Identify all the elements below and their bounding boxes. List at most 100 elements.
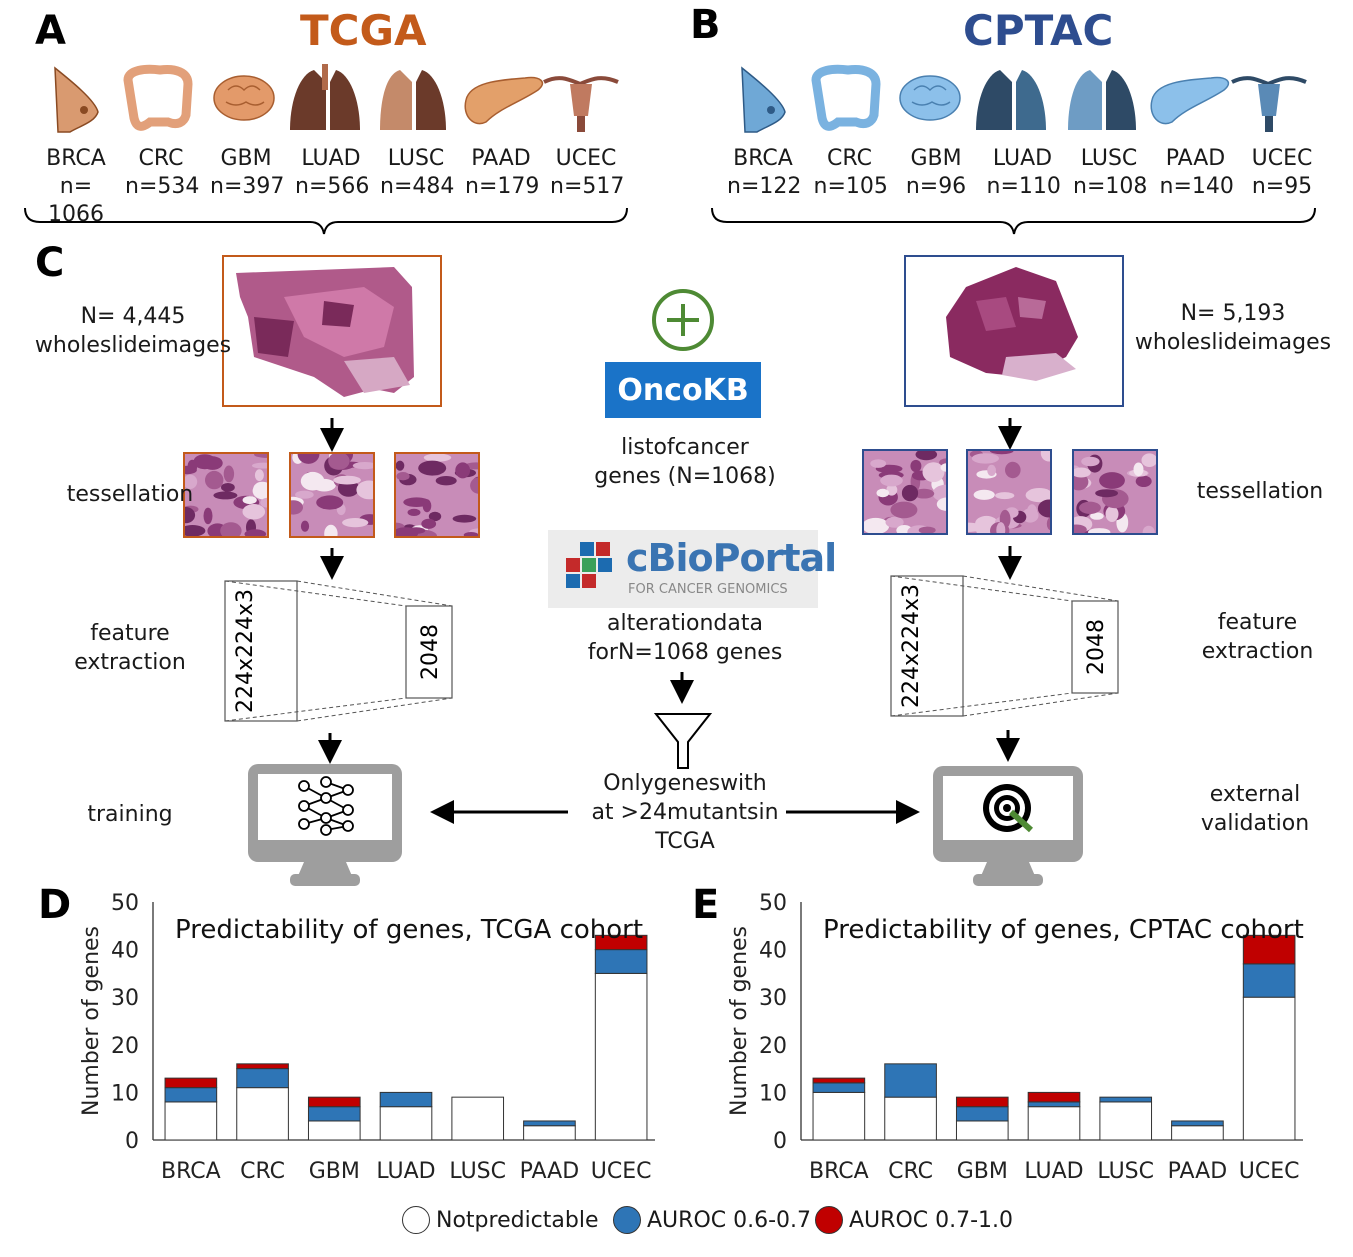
legend-item: AUROC 0.7-1.0	[815, 1206, 1013, 1234]
bar-segment	[1242, 963, 1296, 998]
bar-segment	[594, 934, 648, 951]
organ-count: n=140	[1159, 174, 1234, 199]
organ-name: PAAD	[471, 146, 531, 171]
cbioportal-logo: cBioPortal FOR CANCER GENOMICS	[548, 530, 837, 608]
bar-segment	[1099, 1101, 1153, 1141]
organ-count: n=397	[210, 174, 285, 199]
bar-segment	[236, 1087, 289, 1141]
organ-count: n=534	[125, 174, 200, 199]
x-tick-label: LUAD	[1024, 1159, 1083, 1184]
bar-segment	[164, 1087, 218, 1103]
neural-network-icon	[298, 776, 354, 836]
y-axis-label: Number of genes	[727, 926, 752, 1116]
organ-name: GBM	[220, 146, 272, 171]
cptac-wsi-image	[946, 267, 1078, 381]
organ-icons	[54, 64, 1307, 133]
bar-segment	[955, 1120, 1009, 1141]
tcga-feature-label: feature extraction	[74, 621, 186, 675]
legend-swatch	[613, 1206, 641, 1234]
organ-count: n=108	[1073, 174, 1148, 199]
y-tick-label: 10	[111, 1081, 139, 1106]
organ-count: n=96	[905, 174, 967, 199]
panel-label-d: D	[38, 882, 72, 928]
bar-segment	[812, 1077, 866, 1084]
chart-title: Predictability of genes, CPTAC cohort	[823, 915, 1304, 945]
y-tick-label: 30	[759, 986, 787, 1011]
y-tick-label: 40	[759, 939, 787, 964]
y-tick-label: 40	[111, 939, 139, 964]
tissue-tile	[862, 449, 948, 535]
x-tick-label: CRC	[240, 1159, 285, 1184]
cptac-organ-crc: CRC n=105	[813, 145, 888, 201]
x-tick-label: BRCA	[161, 1159, 221, 1184]
oncokb-description: listofcancer genes (N=1068)	[594, 435, 776, 489]
breast-icon-tcga	[54, 66, 99, 133]
legend-label: AUROC 0.7-1.0	[849, 1207, 1014, 1233]
colon-icon-cptac	[811, 64, 881, 131]
bar-segment	[1027, 1101, 1081, 1108]
tcga-title: TCGA	[300, 6, 427, 55]
bar-segment	[1242, 996, 1296, 1141]
y-tick-label: 30	[111, 986, 139, 1011]
cptac-feature-extraction: 224x224x3 2048	[890, 575, 1119, 717]
lungs-icon-lusc	[380, 70, 446, 130]
bar-segment	[594, 972, 648, 1141]
bar-segment	[1099, 1096, 1153, 1103]
panel-label-e: E	[692, 882, 720, 928]
y-tick-label: 50	[111, 891, 139, 916]
organ-count: n=105	[813, 174, 888, 199]
validation-monitor-icon	[933, 766, 1083, 886]
organ-name: PAAD	[1165, 146, 1226, 171]
pancreas-icon-cptac	[1150, 76, 1230, 125]
breast-icon-cptac	[741, 66, 786, 133]
x-tick-label: CRC	[888, 1159, 933, 1184]
organ-name: LUAD	[992, 146, 1053, 171]
bar-segment	[955, 1106, 1009, 1122]
x-tick-label: LUAD	[376, 1159, 435, 1184]
pancreas-icon-tcga	[464, 76, 544, 125]
tcga-organ-ucec: UCEC n=517	[550, 145, 625, 201]
tcga-feature-output-dim: 2048	[418, 624, 443, 680]
organ-count: n=517	[550, 174, 625, 199]
tissue-tile	[1072, 449, 1158, 535]
organ-count: n=110	[986, 174, 1061, 199]
bar-segment	[236, 1063, 289, 1070]
cbioportal-mark-icon	[566, 542, 612, 588]
alteration-data-label: alterationdata forN=1068 genes	[587, 611, 783, 665]
bar-segment	[236, 1068, 289, 1089]
tissue-tile	[394, 452, 480, 538]
y-tick-label: 0	[125, 1129, 139, 1154]
bar-segment	[379, 1091, 433, 1108]
bar-segment	[164, 1077, 218, 1089]
bar-segment	[1171, 1120, 1224, 1127]
uterus-icon-tcga	[543, 76, 619, 132]
uterus-icon-cptac	[1231, 76, 1307, 132]
x-tick-label: GBM	[309, 1159, 360, 1184]
organ-name: BRCA	[733, 146, 793, 171]
organ-name: CRC	[827, 146, 872, 171]
tissue-tile	[183, 452, 269, 538]
cbioportal-subtitle: FOR CANCER GENOMICS	[628, 582, 788, 597]
cptac-organ-luad: LUAD n=110	[986, 145, 1061, 201]
brain-icon-tcga	[213, 75, 275, 121]
bar-segment	[1242, 934, 1296, 965]
bar-segment	[884, 1096, 937, 1141]
bar-segment	[164, 1101, 218, 1141]
organ-count: n=566	[295, 174, 370, 199]
x-tick-label: GBM	[957, 1159, 1008, 1184]
organ-name: UCEC	[555, 146, 617, 171]
tcga-feature-extraction: 224x224x3 2048	[224, 580, 453, 722]
filter-criteria-label: Onlygeneswith at >24mutantsin TCGA	[591, 771, 779, 854]
bar-segment	[1171, 1125, 1224, 1141]
organ-name: BRCA	[46, 146, 106, 171]
tissue-tile	[966, 449, 1052, 535]
y-tick-label: 50	[759, 891, 787, 916]
chart-title: Predictability of genes, TCGA cohort	[175, 915, 643, 945]
x-tick-label: LUSC	[449, 1159, 506, 1184]
lungs-icon-cptac-luad	[976, 70, 1046, 130]
legend-item: AUROC 0.6-0.7	[613, 1206, 811, 1234]
